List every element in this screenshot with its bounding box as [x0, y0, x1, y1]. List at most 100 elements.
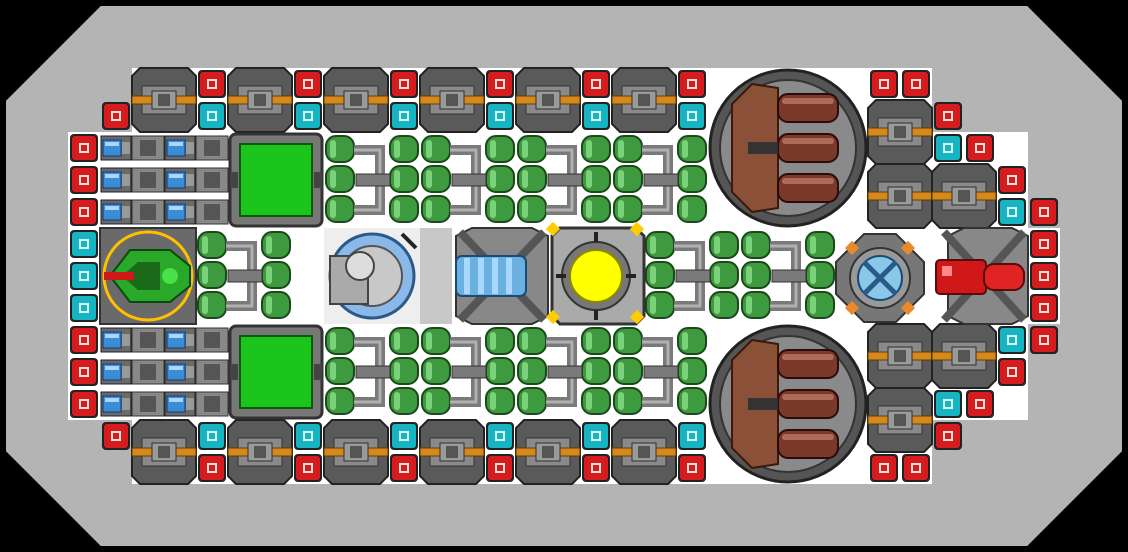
- gun-turret[interactable]: [131, 419, 197, 485]
- thruster-housing: [195, 135, 229, 161]
- armor-block-red[interactable]: [966, 390, 994, 418]
- gun-turret[interactable]: [419, 419, 485, 485]
- armor-block-cyan[interactable]: [582, 102, 610, 130]
- cargo-bay[interactable]: [228, 132, 324, 228]
- gun-turret[interactable]: [611, 419, 677, 485]
- armor-block-cyan[interactable]: [934, 390, 962, 418]
- thruster-small[interactable]: [164, 391, 196, 417]
- armor-block-red[interactable]: [902, 70, 930, 98]
- armor-block-red[interactable]: [1030, 326, 1058, 354]
- armor-block-red[interactable]: [1030, 198, 1058, 226]
- armor-block-cyan[interactable]: [486, 422, 514, 450]
- thruster-small[interactable]: [100, 327, 132, 353]
- armor-block-red[interactable]: [70, 358, 98, 386]
- gun-turret[interactable]: [867, 387, 933, 453]
- armor-block-red[interactable]: [1030, 230, 1058, 258]
- armor-block-cyan[interactable]: [582, 422, 610, 450]
- armor-block-cyan[interactable]: [198, 102, 226, 130]
- armor-block-cyan[interactable]: [70, 294, 98, 322]
- gun-turret[interactable]: [931, 323, 997, 389]
- gun-turret[interactable]: [867, 323, 933, 389]
- armor-block-red[interactable]: [966, 134, 994, 162]
- gun-turret[interactable]: [227, 67, 293, 133]
- thruster-small[interactable]: [164, 359, 196, 385]
- missile-launcher[interactable]: [708, 324, 868, 484]
- thruster-small[interactable]: [100, 391, 132, 417]
- armor-block-red[interactable]: [102, 422, 130, 450]
- thruster-small[interactable]: [164, 135, 196, 161]
- armor-block-red[interactable]: [902, 454, 930, 482]
- armor-block-red[interactable]: [70, 198, 98, 226]
- armor-block-red[interactable]: [70, 134, 98, 162]
- armor-block-cyan[interactable]: [390, 422, 418, 450]
- armor-block-cyan[interactable]: [70, 230, 98, 258]
- gun-turret[interactable]: [227, 419, 293, 485]
- armor-block-cyan[interactable]: [294, 422, 322, 450]
- armor-block-red[interactable]: [582, 70, 610, 98]
- armor-block-red[interactable]: [998, 166, 1026, 194]
- armor-block-red[interactable]: [678, 70, 706, 98]
- armor-block-cyan[interactable]: [390, 102, 418, 130]
- armor-block-red[interactable]: [294, 70, 322, 98]
- armor-block-cyan[interactable]: [678, 422, 706, 450]
- thruster-small[interactable]: [100, 359, 132, 385]
- armor-block-red[interactable]: [486, 70, 514, 98]
- gyroscope[interactable]: [835, 233, 925, 323]
- gun-turret[interactable]: [419, 67, 485, 133]
- shield-generator[interactable]: [324, 228, 420, 324]
- ion-cannon[interactable]: [455, 227, 549, 325]
- armor-block-red[interactable]: [998, 358, 1026, 386]
- armor-block-cyan[interactable]: [998, 198, 1026, 226]
- thruster-housing: [131, 391, 165, 417]
- thruster-small[interactable]: [100, 199, 132, 225]
- armor-block-cyan[interactable]: [486, 102, 514, 130]
- gun-turret[interactable]: [323, 419, 389, 485]
- armor-block-cyan[interactable]: [934, 134, 962, 162]
- armor-block-red[interactable]: [1030, 262, 1058, 290]
- gun-turret[interactable]: [867, 99, 933, 165]
- gun-turret[interactable]: [611, 67, 677, 133]
- armor-block-red[interactable]: [70, 326, 98, 354]
- fuel-tank-module: [645, 231, 739, 319]
- armor-block-red[interactable]: [70, 166, 98, 194]
- thruster-small[interactable]: [164, 327, 196, 353]
- gun-turret[interactable]: [931, 163, 997, 229]
- armor-block-cyan[interactable]: [998, 326, 1026, 354]
- armor-block-red[interactable]: [934, 102, 962, 130]
- armor-block-red[interactable]: [934, 422, 962, 450]
- armor-block-cyan[interactable]: [198, 422, 226, 450]
- missile-launcher[interactable]: [708, 68, 868, 228]
- armor-block-red[interactable]: [678, 454, 706, 482]
- armor-block-red[interactable]: [870, 70, 898, 98]
- armor-block-cyan[interactable]: [294, 102, 322, 130]
- thruster-small[interactable]: [100, 167, 132, 193]
- armor-block-red[interactable]: [70, 390, 98, 418]
- gun-turret[interactable]: [515, 67, 581, 133]
- thruster-housing: [131, 135, 165, 161]
- armor-block-red[interactable]: [582, 454, 610, 482]
- armor-block-red[interactable]: [390, 454, 418, 482]
- thruster-housing: [131, 167, 165, 193]
- armor-block-red[interactable]: [198, 454, 226, 482]
- armor-block-red[interactable]: [486, 454, 514, 482]
- cockpit-bridge[interactable]: [99, 227, 197, 325]
- armor-block-cyan[interactable]: [678, 102, 706, 130]
- armor-block-red[interactable]: [870, 454, 898, 482]
- gun-turret[interactable]: [323, 67, 389, 133]
- gun-turret[interactable]: [867, 163, 933, 229]
- thruster-small[interactable]: [100, 135, 132, 161]
- armor-block-cyan[interactable]: [70, 262, 98, 290]
- fuel-tank-module: [613, 327, 707, 415]
- gun-turret[interactable]: [515, 419, 581, 485]
- armor-block-red[interactable]: [390, 70, 418, 98]
- gun-turret[interactable]: [131, 67, 197, 133]
- cargo-bay[interactable]: [228, 324, 324, 420]
- armor-block-red[interactable]: [294, 454, 322, 482]
- plasma-cannon[interactable]: [935, 227, 1029, 325]
- armor-block-red[interactable]: [198, 70, 226, 98]
- thruster-small[interactable]: [164, 199, 196, 225]
- armor-block-red[interactable]: [102, 102, 130, 130]
- armor-block-red[interactable]: [1030, 294, 1058, 322]
- reactor-core[interactable]: [545, 221, 646, 326]
- thruster-small[interactable]: [164, 167, 196, 193]
